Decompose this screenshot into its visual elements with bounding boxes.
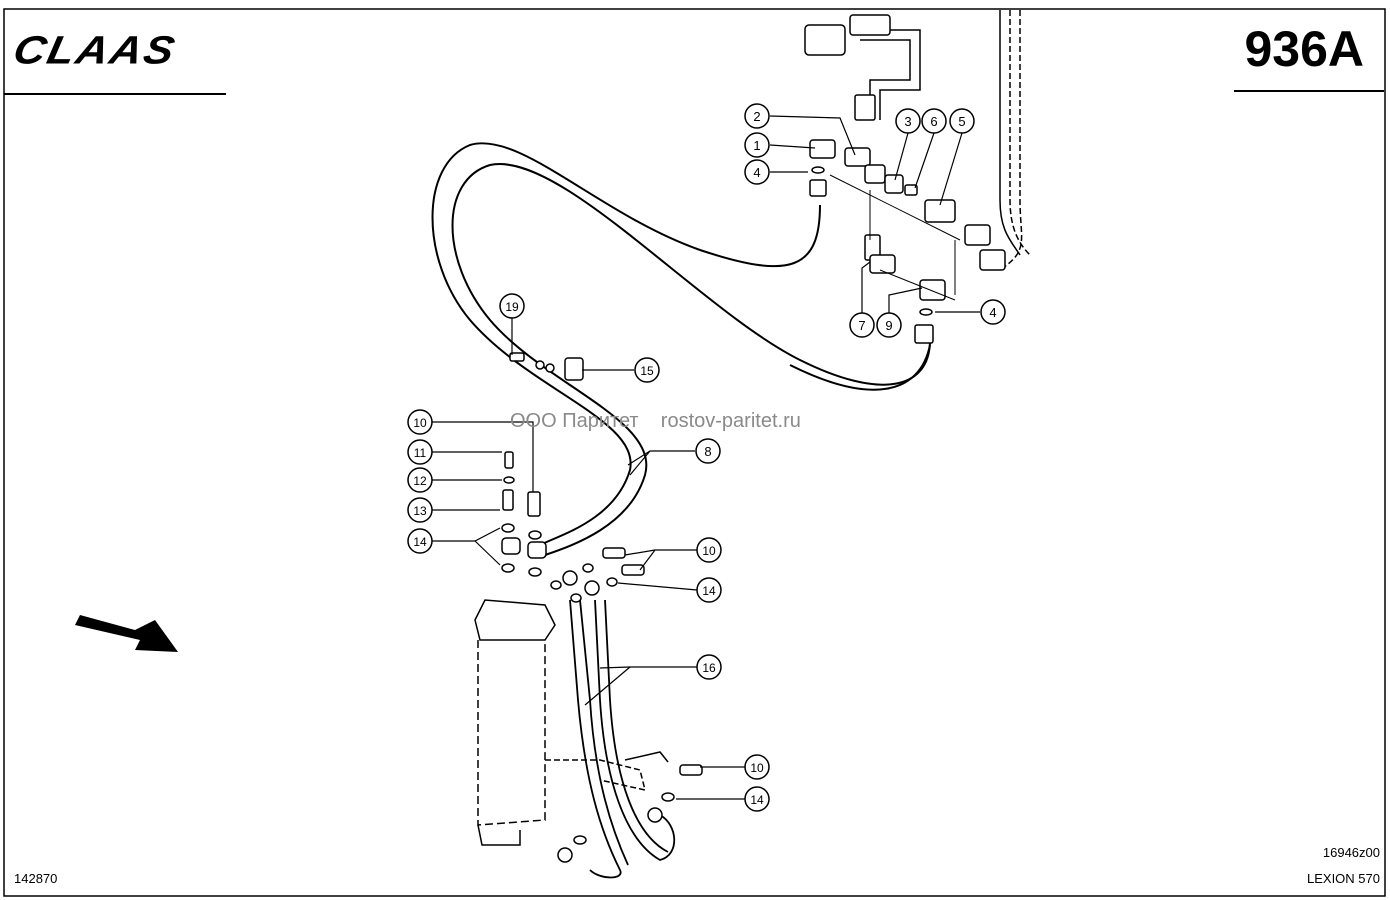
callout-14-bottom: 14 [744, 786, 770, 812]
callout-10-mid: 10 [696, 537, 722, 563]
leader-lines [432, 115, 980, 800]
page-code: 936A [1244, 21, 1364, 77]
callout-4-top-label: 4 [753, 165, 760, 180]
callout-14-mid-label: 14 [702, 584, 716, 598]
callout-12-label: 12 [413, 474, 427, 488]
callout-15: 15 [634, 357, 660, 383]
callout-19: 19 [499, 293, 525, 319]
callout-10-bottom-label: 10 [750, 761, 764, 775]
image-reference: 16946z00 [1322, 845, 1380, 860]
callout-1-label: 1 [753, 138, 760, 153]
small-parts [501, 451, 645, 603]
frame-border [3, 8, 1386, 897]
filter-housing [474, 599, 669, 846]
callout-15-label: 15 [640, 364, 654, 378]
page-code-rule [1234, 90, 1384, 92]
hose-loop [431, 142, 931, 556]
top-hoses [850, 10, 1031, 271]
assembly-lines [829, 174, 961, 301]
model-name: LEXION 570 [1307, 871, 1380, 886]
callout-10-left: 10 [407, 409, 433, 435]
callout-1: 1 [744, 132, 770, 158]
bottom-fittings [557, 764, 703, 863]
callout-8: 8 [695, 438, 721, 464]
callout-16-label: 16 [702, 661, 716, 675]
callout-4-right: 4 [980, 299, 1006, 325]
clip-assembly [509, 352, 584, 381]
logo-rule [4, 93, 226, 95]
callout-7: 7 [849, 312, 875, 338]
callout-14-left: 14 [407, 528, 433, 554]
callout-13-label: 13 [413, 504, 427, 518]
callout-14-left-label: 14 [413, 535, 427, 549]
direction-arrow-icon [75, 615, 178, 652]
callout-6: 6 [921, 108, 947, 134]
callout-10-bottom: 10 [744, 754, 770, 780]
callout-13: 13 [407, 497, 433, 523]
callout-14-bottom-label: 14 [750, 793, 764, 807]
callout-9: 9 [876, 312, 902, 338]
callout-10-left-label: 10 [413, 416, 427, 430]
drawing-number: 142870 [14, 871, 58, 886]
callout-14-mid: 14 [696, 577, 722, 603]
callout-11-label: 11 [414, 446, 427, 460]
callout-5-label: 5 [958, 114, 965, 129]
callout-12: 12 [407, 467, 433, 493]
callouts: 1 2 3 4 4 5 6 7 8 9 10 10 10 11 12 13 14… [407, 103, 1006, 812]
callout-10-mid-label: 10 [702, 544, 716, 558]
callout-2-label: 2 [753, 109, 760, 124]
callout-4-top: 4 [744, 159, 770, 185]
callout-8-label: 8 [704, 444, 711, 459]
callout-3: 3 [895, 108, 921, 134]
callout-11: 11 [407, 439, 433, 465]
hose-16 [569, 599, 676, 879]
callout-6-label: 6 [930, 114, 937, 129]
callout-9-label: 9 [885, 318, 892, 333]
callout-2: 2 [744, 103, 770, 129]
callout-5: 5 [949, 108, 975, 134]
watermark-text: ООО Паритет rostov-paritet.ru [510, 410, 801, 432]
callout-16: 16 [696, 654, 722, 680]
callout-7-label: 7 [858, 318, 865, 333]
callout-3-label: 3 [904, 114, 911, 129]
fittings-cluster [804, 14, 1006, 344]
callout-4-right-label: 4 [989, 305, 996, 320]
callout-19-label: 19 [505, 300, 519, 314]
